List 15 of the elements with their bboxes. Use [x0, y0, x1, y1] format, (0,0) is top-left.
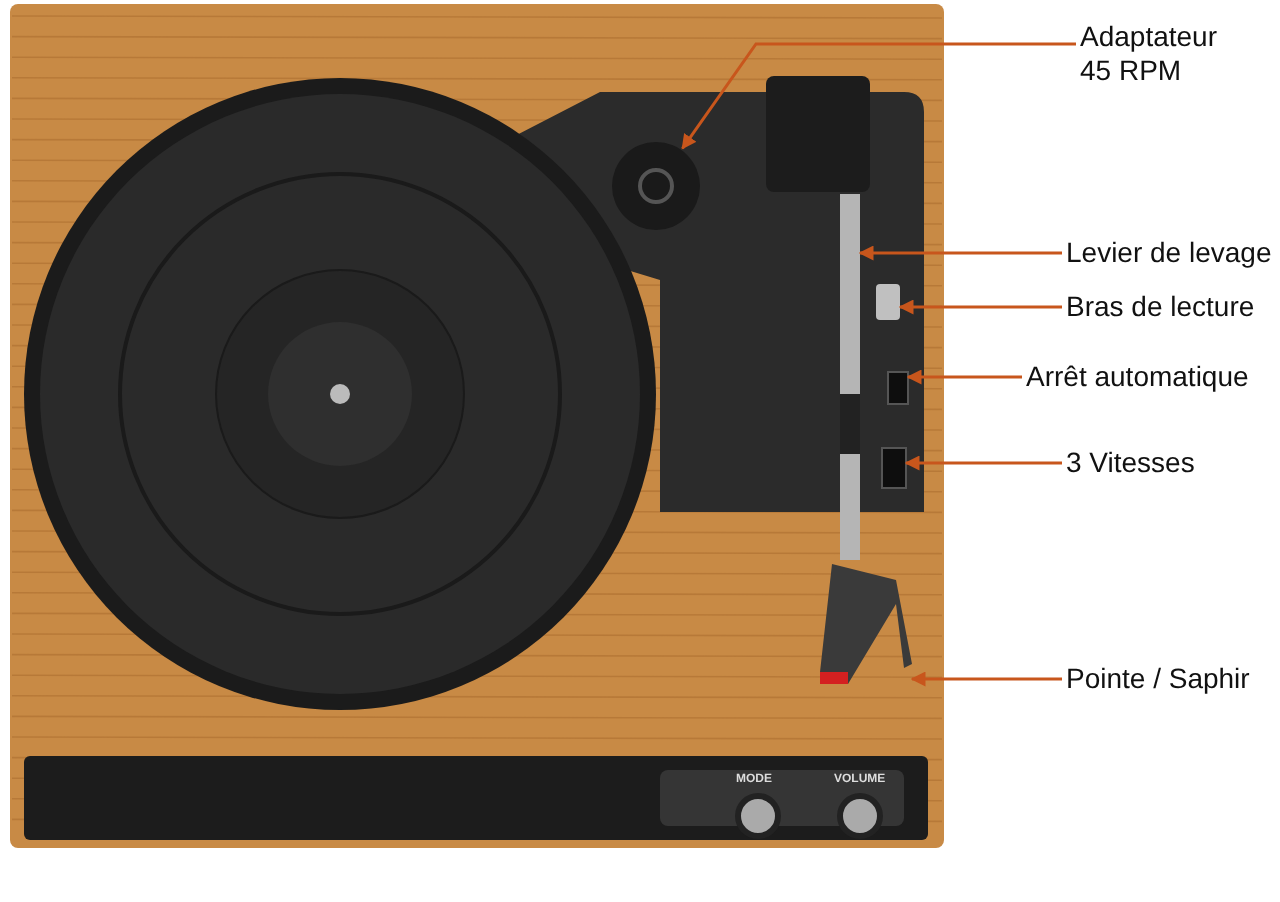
leader-line — [858, 245, 1062, 261]
tonearm-tube — [840, 194, 860, 560]
switch-slot — [882, 448, 906, 488]
small-lever — [876, 284, 900, 320]
leader-line — [906, 369, 1022, 385]
leader-line — [904, 455, 1062, 471]
adapter-disc — [610, 140, 702, 232]
leader-line — [681, 42, 1076, 150]
leader-line — [910, 671, 1062, 687]
switch-slot — [888, 372, 908, 404]
callout-label: Arrêt automatique — [1026, 360, 1249, 394]
callout-label: Levier de levage — [1066, 236, 1272, 270]
leader-line — [898, 299, 1062, 315]
callout-label: Pointe / Saphir — [1066, 662, 1250, 696]
stylus-cartridge — [816, 564, 912, 688]
